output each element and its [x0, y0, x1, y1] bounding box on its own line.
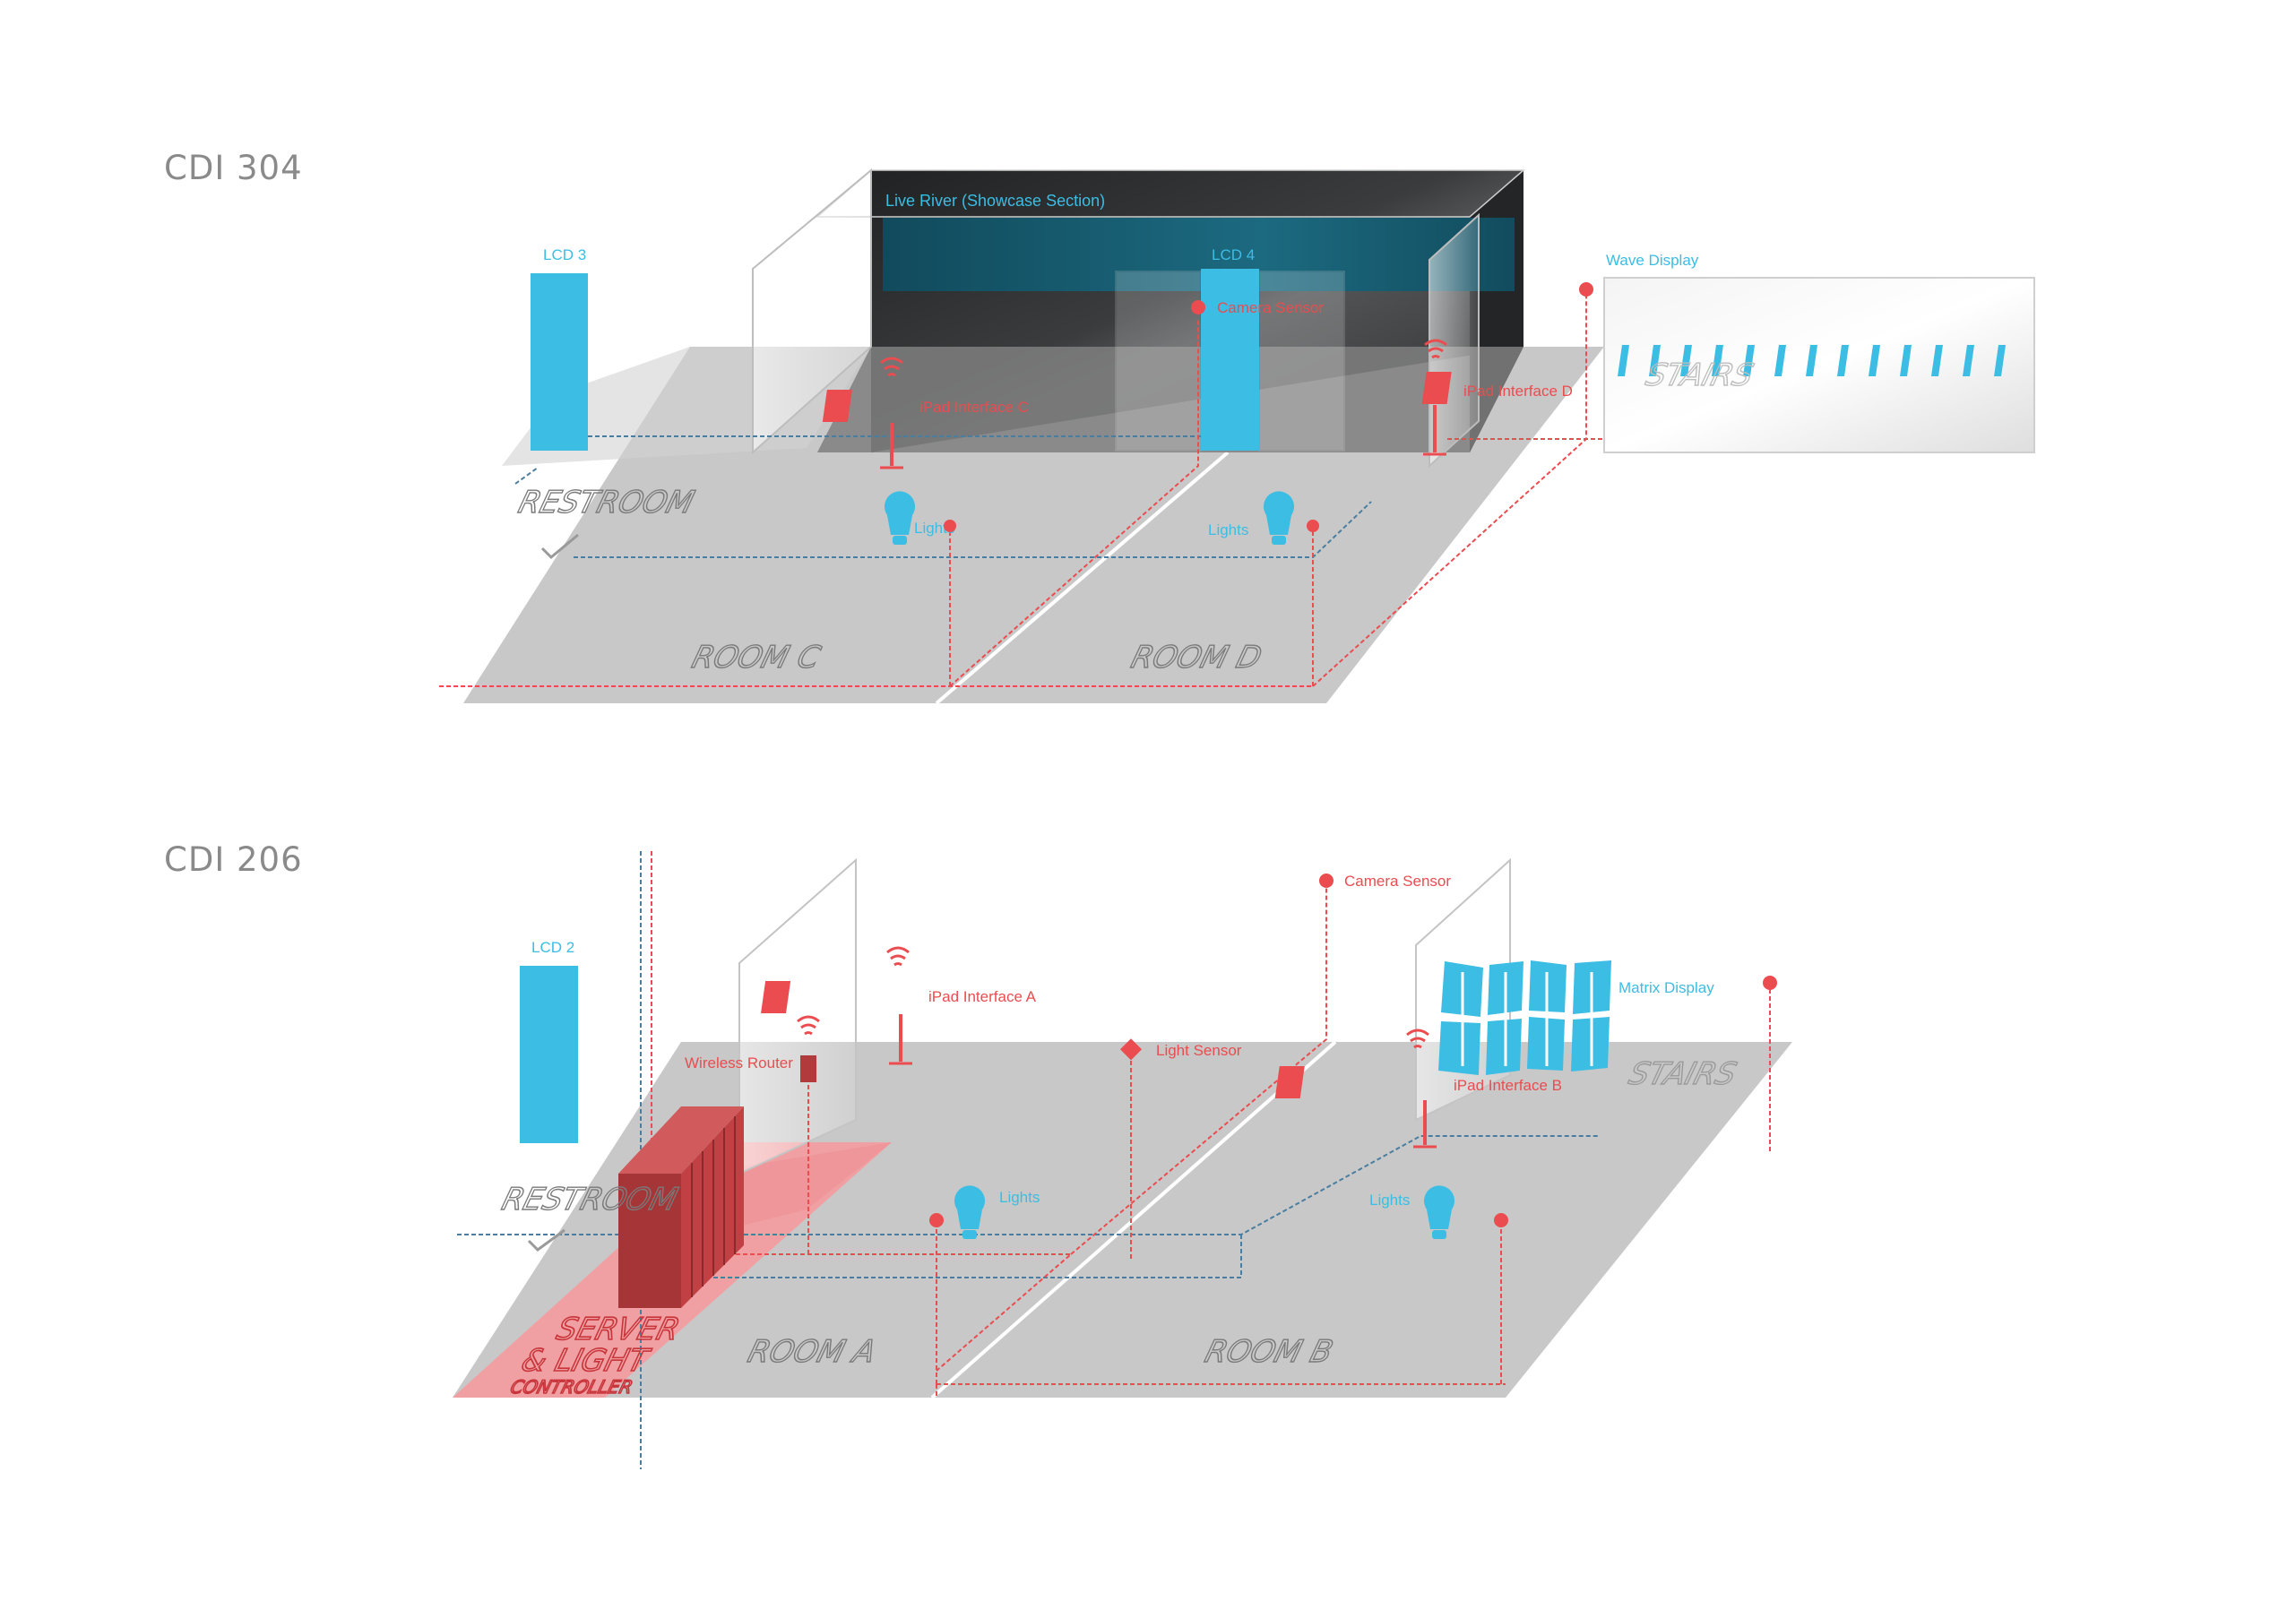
room-c-label: ROOM C: [688, 641, 824, 676]
ipad-interface-c: [822, 357, 903, 469]
room-d-label: ROOM D: [1127, 641, 1265, 676]
lights-206-left-label: Lights: [999, 1189, 1040, 1206]
glass-panel-center-b: [1258, 271, 1345, 452]
sensor-304-wave-dot: [1579, 282, 1593, 297]
light-bulb-icon: [1264, 491, 1294, 545]
glass-panel-left: [752, 168, 872, 455]
wave-display-label: Wave Display: [1606, 252, 1699, 269]
server-label-line2: & LIGHT: [518, 1344, 654, 1379]
lcd-2-screen: [520, 966, 578, 1143]
wall-lower-band: [817, 347, 1523, 452]
glass-panel-206-left: [738, 857, 857, 1175]
wifi-icon: [1424, 339, 1447, 359]
restroom-206-label: RESTROOM: [498, 1183, 681, 1218]
wireless-router-box: [800, 1055, 816, 1082]
room-divider-ab: [930, 1040, 1337, 1399]
server-label-line3: CONTROLLER: [508, 1376, 635, 1398]
camera-sensor-206-label: Camera Sensor: [1344, 873, 1451, 890]
ipad-d-label: iPad Interface D: [1463, 383, 1573, 400]
lcd-4-label: LCD 4: [1212, 246, 1255, 263]
ipad-b-label: iPad Interface B: [1454, 1077, 1562, 1094]
wave-display-panel: [1603, 277, 2035, 453]
sensor-206-right-dot: [1763, 976, 1777, 990]
wifi-icon: [797, 1015, 820, 1036]
wifi-icon: [880, 357, 903, 377]
camera-sensor-206-dot: [1319, 874, 1334, 888]
lcd-2-label: LCD 2: [531, 939, 574, 956]
ipad-c-screen: [822, 390, 852, 422]
network-lines-206: [457, 851, 1771, 1469]
room-b-label: ROOM B: [1201, 1335, 1336, 1370]
lcd-3-label: LCD 3: [543, 246, 586, 263]
wireless-router-label: Wireless Router: [685, 1054, 793, 1071]
ipad-d-screen: [1421, 372, 1452, 404]
matrix-display-mounts: [1461, 972, 1593, 1066]
lights-304-right-label: Lights: [1208, 521, 1248, 538]
room-a-label: ROOM A: [744, 1335, 879, 1370]
light-sensor-206-right-dot: [1494, 1213, 1508, 1227]
stairs-206-label: STAIRS: [1625, 1057, 1739, 1092]
wave-display-fins: [1618, 345, 2006, 376]
network-lines-304: [439, 296, 1604, 687]
floor-cdi-206: LCD 2: [453, 851, 1792, 1469]
floor-cdi-304: Live River (Showcase Section) LCD 3 LCD …: [439, 168, 2035, 705]
lcd-3-screen: [531, 273, 588, 451]
light-bulb-icon: [954, 1185, 985, 1239]
camera-sensor-304-label: Camera Sensor: [1217, 299, 1324, 316]
restroom-206-arrow: [527, 1228, 565, 1252]
restroom-304-label: RESTROOM: [514, 486, 697, 521]
light-sensor-label: Light Sensor: [1156, 1042, 1242, 1059]
lcd-4-screen: [1201, 269, 1259, 451]
ipad-interface-d: [1421, 339, 1452, 456]
live-river-label: Live River (Showcase Section): [885, 192, 1105, 210]
ipad-a-screen: [761, 981, 791, 1013]
ipad-a-label: iPad Interface A: [928, 988, 1037, 1005]
ipad-interface-b: [1274, 1028, 1437, 1149]
section-title-cdi-206: CDI 206: [164, 840, 303, 879]
section-title-cdi-304: CDI 304: [164, 149, 303, 187]
live-river-strip: [883, 218, 1515, 291]
light-sensor-206-left-dot: [929, 1213, 944, 1227]
light-sensor-diamond: [1119, 1038, 1143, 1061]
light-sensor-304-right-dot: [1307, 520, 1319, 532]
lights-206-right-label: Lights: [1369, 1192, 1410, 1209]
wifi-icon: [886, 946, 910, 967]
server-rack: [618, 1106, 744, 1308]
wifi-icon: [1406, 1028, 1429, 1049]
ipad-c-label: iPad Interface C: [919, 399, 1029, 416]
ipad-interface-a: [761, 946, 912, 1065]
matrix-display-label: Matrix Display: [1618, 979, 1714, 996]
room-divider-cd: [935, 451, 1230, 705]
server-label-line1: SERVER: [553, 1312, 684, 1347]
ipad-b-screen: [1274, 1066, 1305, 1098]
restroom-304-arrow: [540, 533, 579, 560]
light-sensor-304-left-dot: [944, 520, 956, 532]
glass-panel-center-a: [1115, 271, 1202, 452]
camera-sensor-304-dot: [1191, 300, 1205, 314]
light-bulb-icon: [884, 491, 916, 545]
stairs-304-label: STAIRS: [1642, 358, 1757, 393]
light-bulb-icon: [1424, 1185, 1454, 1239]
